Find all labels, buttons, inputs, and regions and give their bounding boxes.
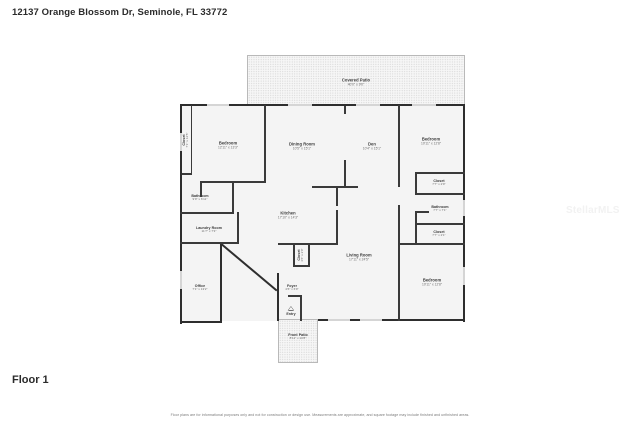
room-label-front-patio: Front Patio 8'11" x 10'8" xyxy=(288,332,308,341)
interior-wall-closet2-top xyxy=(415,172,465,174)
interior-wall-bedroom1-right xyxy=(264,105,266,183)
room-label-covered-patio: Covered Patio 40'0" x 9'0" xyxy=(341,77,371,87)
exterior-wall-bottom-right xyxy=(318,319,465,322)
room-label-foyer: Foyer 4'6" x 6'9" xyxy=(285,283,299,292)
exterior-wall-foyer-left xyxy=(277,273,280,321)
interior-wall-foyer-top xyxy=(288,295,302,297)
entry-label: Entry xyxy=(286,312,296,316)
interior-wall-bath2-stub xyxy=(415,211,429,213)
interior-wall-hall-stub xyxy=(336,188,338,206)
window-gap-left-1 xyxy=(180,133,183,151)
interior-wall-den-left xyxy=(344,160,346,188)
room-label-closet-3: Closet 7'7" x 2'1" xyxy=(432,229,446,238)
window-gap-top-1 xyxy=(207,104,229,107)
room-label-bedroom-2: Bedroom 10'11" x 12'8" xyxy=(420,136,442,146)
interior-wall-pantry-bottom xyxy=(293,265,310,267)
interior-wall-bedroom1-bottom xyxy=(200,181,266,183)
interior-wall-pantry-left xyxy=(293,243,295,267)
window-gap-right-2 xyxy=(463,267,466,285)
window-gap-bottom-1 xyxy=(328,319,350,322)
exterior-wall-left xyxy=(180,104,183,324)
interior-wall-closet2-bottom xyxy=(415,193,465,195)
interior-wall-pantry-right xyxy=(308,243,310,267)
interior-wall-bath2-bottom xyxy=(415,223,465,225)
interior-wall-closet3-left xyxy=(415,225,417,243)
interior-wall-rightwing-left xyxy=(398,105,401,187)
interior-wall-kitchen-right xyxy=(336,210,338,245)
interior-wall-bath1-right xyxy=(232,183,234,213)
window-gap-top-2 xyxy=(288,104,312,107)
window-gap-top-3 xyxy=(356,104,380,107)
exterior-wall-bottom-left xyxy=(180,321,222,324)
interior-wall-bath1-bottom xyxy=(180,212,234,214)
room-label-bedroom-3: Bedroom 10'11" x 12'8" xyxy=(421,277,443,287)
interior-wall-closet-left-bottom xyxy=(182,173,192,175)
room-label-living-room: Living Room 17'11" x 24'5" xyxy=(346,252,372,262)
interior-wall-hall-left xyxy=(312,186,346,188)
room-label-dining-room: Dining Room 10'5" x 15'1" xyxy=(288,141,316,151)
floor-plan: Covered Patio 40'0" x 9'0" Closet 7'1" x… xyxy=(160,45,490,375)
disclaimer-text: Floor plans are for informational purpos… xyxy=(170,413,470,417)
interior-wall-closet3-bottom xyxy=(400,243,465,245)
room-label-closet-bedroom1: Closet 7'1" x 12'5" xyxy=(181,132,190,148)
window-gap-bottom-2 xyxy=(360,319,382,322)
interior-fill-office xyxy=(180,243,222,323)
interior-wall-laundry-right xyxy=(237,212,239,244)
room-label-closet-2: Closet 7'7" x 2'9" xyxy=(432,178,446,187)
watermark: StellarMLS xyxy=(566,205,620,216)
interior-wall-foyer-right xyxy=(300,295,302,321)
interior-wall-patio-door-stub xyxy=(344,106,346,114)
room-label-bathroom-2: Bathroom 7'7" x 7'1" xyxy=(431,204,449,213)
room-label-laundry-room: Laundry Room 11'7" x 7'3" xyxy=(196,225,222,234)
room-label-bedroom-1: Bedroom 12'11" x 13'3" xyxy=(217,140,239,150)
front-patio-area xyxy=(278,319,318,363)
interior-wall-rightwing-left2 xyxy=(398,205,401,321)
room-label-bathroom-1: Bathroom 9'9" x 6'11" xyxy=(191,193,209,202)
interior-wall-bath2-stub-v xyxy=(415,211,417,223)
room-label-office: Office 7'1" x 13'2" xyxy=(192,283,208,292)
window-gap-right-1 xyxy=(463,200,466,216)
window-gap-left-2 xyxy=(180,271,183,289)
interior-wall-den-bottom xyxy=(344,186,358,188)
entry-marker: Entry xyxy=(286,306,296,316)
interior-wall-closet2-left xyxy=(415,172,417,194)
entry-door-icon xyxy=(287,306,295,311)
exterior-wall-office-right xyxy=(220,243,223,323)
interior-fill-foyer xyxy=(278,275,318,319)
interior-wall-closet-left xyxy=(191,105,193,175)
window-gap-top-4 xyxy=(412,104,436,107)
room-label-closet-kitchen: Closet 4'6" x 2'0" xyxy=(296,248,305,262)
room-label-kitchen: Kitchen 17'10" x 14'3" xyxy=(277,210,299,220)
room-label-den: Den 10'4" x 15'1" xyxy=(362,141,382,151)
floor-label: Floor 1 xyxy=(12,374,49,386)
interior-wall-laundry-bottom xyxy=(180,242,239,244)
covered-patio-area xyxy=(247,55,465,107)
page-title: 12137 Orange Blossom Dr, Seminole, FL 33… xyxy=(12,7,228,18)
interior-wall-bath1-stub xyxy=(200,183,202,197)
